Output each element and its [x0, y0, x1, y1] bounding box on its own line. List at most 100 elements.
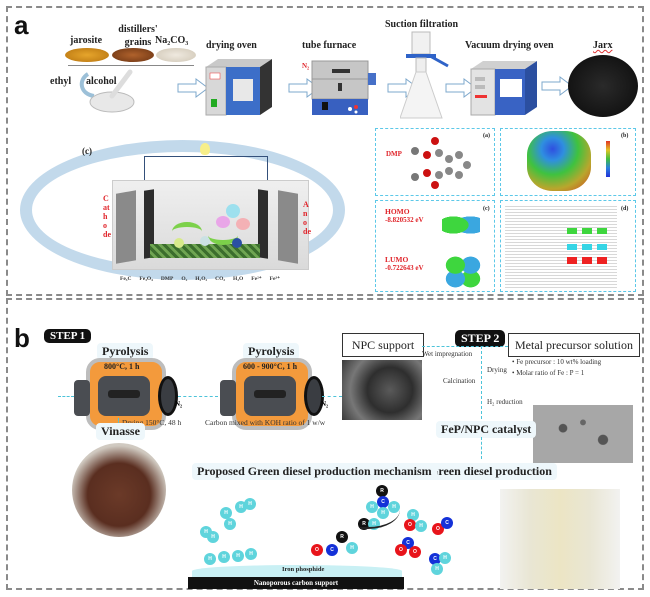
reactor-1-outlet	[158, 376, 178, 416]
h-atom: H	[220, 507, 232, 519]
fe3o4-particle	[200, 236, 210, 246]
o-atom: O	[395, 544, 407, 556]
h-atom: H	[207, 531, 219, 543]
na2co3-pile	[156, 48, 196, 62]
r-group: R	[336, 531, 348, 543]
radical-1o2	[216, 216, 230, 228]
carbon-support-bar: Nanoporous carbon support	[188, 577, 404, 589]
label-distillers-grains: distillers' grains	[118, 24, 158, 48]
left-wall	[116, 190, 136, 264]
dmp-molecule-model	[411, 137, 471, 189]
npc-support-box: NPC support	[342, 333, 424, 357]
iron-phosphide-label: Iron phosphide	[282, 566, 325, 573]
bulb-icon	[200, 143, 210, 155]
wet-impregnation-line	[422, 346, 508, 347]
subpanel-c2-label: (c)	[483, 206, 490, 212]
panel-a-label: a	[14, 10, 29, 40]
npc-sem-image	[342, 360, 422, 420]
vacuum-oven-icon	[470, 61, 537, 116]
iron-phosphide-layer	[192, 565, 402, 577]
label-suction-filtration: Suction filtration	[385, 19, 459, 30]
suction-flask-icon	[400, 31, 449, 119]
reactor-2-condition: 600 - 900°C, 1 h	[243, 362, 298, 371]
drying-label: Drying	[487, 366, 507, 374]
reactor-1-window	[108, 390, 140, 398]
catalyst-to-diesel-line	[481, 437, 482, 459]
subpanel-a-label: (a)	[483, 133, 490, 139]
wet-impregnation-label: Wet impregnation	[422, 350, 473, 358]
h2-reduction-label: H₂ reduction	[487, 398, 523, 406]
flow-arrow-into-reactor1	[58, 396, 74, 397]
precursor-bullet-2: • Molar ratio of Fe : P = 1	[512, 369, 585, 377]
panel-b-label: b	[14, 323, 30, 353]
dmp-label: DMP	[386, 150, 402, 158]
o-atom: O	[409, 546, 421, 558]
right-wall	[278, 190, 298, 264]
label-jarosite: jarosite	[70, 35, 103, 46]
h-atom: H	[439, 552, 451, 564]
label-vacuum-drying-oven: Vacuum drying oven	[465, 40, 554, 51]
radical-oh	[236, 218, 250, 230]
legend-co2: CO₂	[215, 276, 226, 282]
o-atom: O	[404, 519, 416, 531]
jarosite-pile	[65, 48, 109, 62]
cathode-label: Cathode	[103, 194, 111, 239]
label-drying-oven: drying oven	[206, 40, 257, 51]
h-atom: H	[415, 520, 427, 532]
green-diesel-title: Green diesel production	[424, 463, 557, 480]
legend-fe3c: Fe₃C	[120, 276, 132, 282]
metal-precursor-box: Metal precursor solution	[508, 333, 640, 357]
c-atom: C	[326, 544, 338, 556]
flow-arrow-4	[445, 78, 477, 98]
h-atom: H	[245, 548, 257, 560]
catalyst-flow-line	[481, 346, 482, 424]
homo-energy: -8.820532 eV	[385, 216, 424, 224]
homo-title: HOMO	[385, 207, 410, 216]
reactor-2-n2: N₂	[321, 400, 329, 408]
esp-color-scale	[606, 141, 610, 177]
green-arrow-2	[208, 226, 238, 245]
precursor-bullet-1: • Fe precursor : 10 wt% loading	[512, 358, 602, 366]
catalyst-bed	[150, 244, 260, 258]
h-atom: H	[431, 563, 443, 575]
reactor-1-n2: N₂	[175, 400, 183, 408]
calcination-label: Calcination	[443, 377, 476, 385]
pyrolysis-1-title: Pyrolysis	[97, 343, 154, 360]
c-atom: C	[441, 517, 453, 529]
legend-fe3plus: Fe³⁺	[269, 276, 280, 282]
cell-legend: Fe₃C Fe₃O₄ DMP O₂ H₂O₂ CO₂ H₂O Fe²⁺ Fe³⁺	[120, 266, 280, 286]
h-atom: H	[244, 498, 256, 510]
homo-orbital-lobes	[442, 210, 480, 240]
panel-b	[6, 298, 644, 590]
green-arrow-1	[172, 222, 202, 241]
h-atom: H	[204, 553, 216, 565]
sub-c-label: (c)	[82, 146, 92, 156]
h-atom: H	[218, 551, 230, 563]
fe3c-particle	[174, 238, 184, 248]
jarx-powder-image	[568, 55, 638, 117]
radical-o2	[226, 204, 240, 218]
mechanism-title: Proposed Green diesel production mechani…	[192, 463, 437, 480]
h-atom: H	[232, 550, 244, 562]
panel-a	[6, 6, 644, 296]
lumo-orbital-lobes	[444, 255, 482, 289]
divider-line	[68, 65, 194, 66]
tube-furnace-icon	[311, 60, 376, 115]
circuit-wire	[144, 156, 268, 185]
subpanel-b-label: (b)	[621, 133, 629, 139]
flow-arrow-reactor2-to-npc	[322, 396, 342, 397]
step-1-badge: STEP 1	[44, 329, 92, 343]
esp-surface-map	[527, 131, 591, 191]
h-atom: H	[407, 509, 419, 521]
drying-oven-icon	[205, 59, 272, 116]
legend-dmp: DMP	[160, 276, 174, 282]
r-group: R	[376, 485, 388, 497]
h-atom: H	[224, 518, 236, 530]
koh-note: Carbon mixed with KOH ratio of 1 w/w	[205, 418, 326, 427]
reactor-2-inlet	[220, 380, 236, 416]
label-na2co3: Na₂CO₃	[155, 35, 189, 46]
label-n2-furnace: N₂	[302, 62, 310, 70]
legend-fe2plus: Fe²⁺	[251, 276, 262, 282]
catalyst-title: FeP/NPC catalyst	[436, 421, 537, 438]
green-diesel-vial-photo	[500, 489, 620, 589]
